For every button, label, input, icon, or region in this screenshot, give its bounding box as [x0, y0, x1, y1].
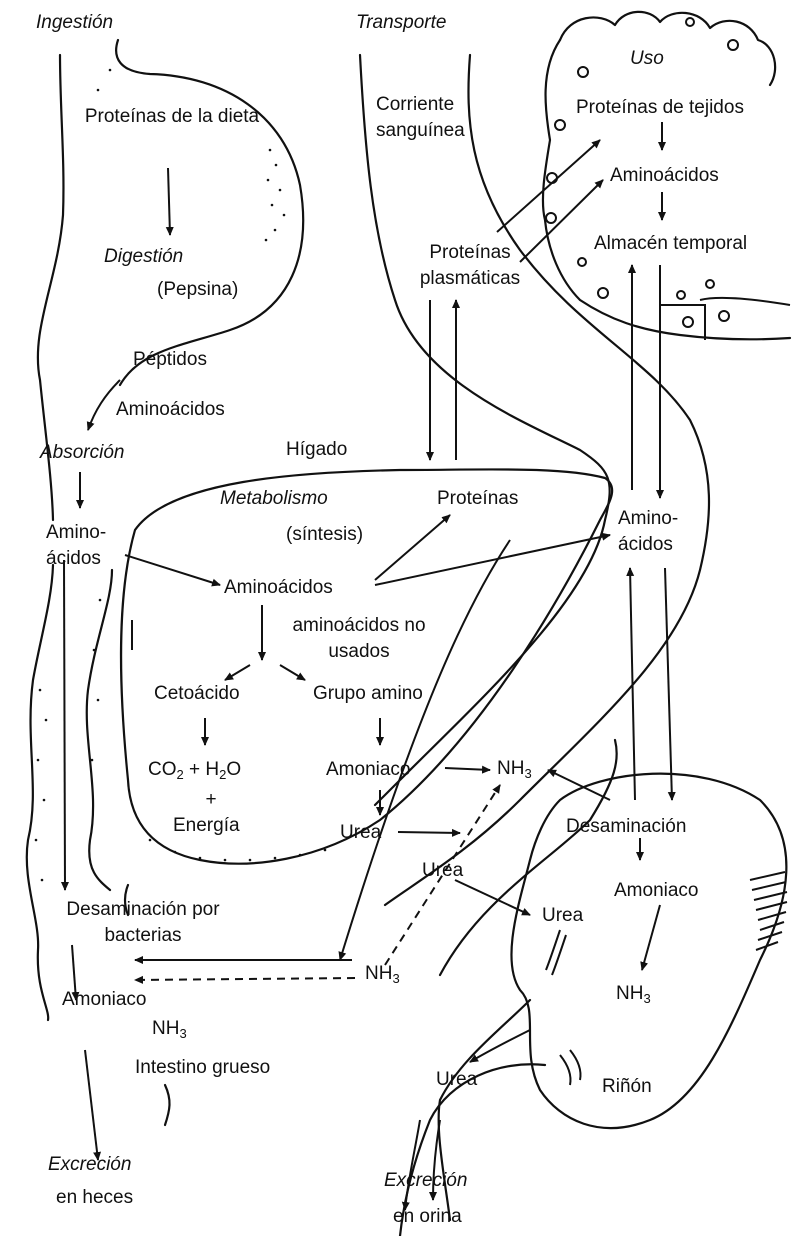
- label-liver: Hígado: [286, 439, 347, 461]
- label-urea-mid: Urea: [422, 860, 463, 882]
- label-liver-proteins: Proteínas: [437, 488, 518, 510]
- label-in-urine: en orina: [393, 1206, 462, 1228]
- label-co2-h2o-energy: CO2 + H2O: [148, 759, 241, 781]
- label-temporary-store: Almacén temporal: [594, 233, 747, 255]
- label-urea-liver: Urea: [340, 822, 381, 844]
- section-digestion: Digestión: [104, 246, 183, 268]
- label-amino-acids-tissue: Aminoácidos: [610, 165, 719, 187]
- section-excretion-feces: Excreción: [48, 1154, 131, 1176]
- label-plasma-proteins: Proteínas plasmáticas: [400, 240, 540, 292]
- flow-arrows: [64, 122, 672, 1210]
- label-peptides: Péptidos: [133, 349, 207, 371]
- label-amino-acids-absorbed: Amino-ácidos: [46, 520, 116, 572]
- label-large-intestine: Intestino grueso: [135, 1057, 270, 1079]
- label-nh3-center: NH3: [497, 758, 532, 780]
- label-synthesis: (síntesis): [286, 524, 363, 546]
- label-kidney: Riñón: [602, 1076, 652, 1098]
- label-unused-amino-acids: aminoácidos no usados: [284, 613, 434, 665]
- kidney-outline: [400, 774, 787, 1236]
- label-amino-group: Grupo amino: [313, 683, 423, 705]
- section-excretion-urine: Excreción: [384, 1170, 467, 1192]
- label-ammonia-gut: Amoniaco: [62, 989, 147, 1011]
- label-nh3-gut: NH3: [152, 1018, 187, 1040]
- label-nh3-lower: NH3: [365, 963, 400, 985]
- label-deamination-kidney: Desaminación: [566, 816, 686, 838]
- label-amino-acids-gut: Aminoácidos: [116, 399, 225, 421]
- label-liver-amino-acids: Aminoácidos: [224, 577, 333, 599]
- section-transport: Transporte: [356, 12, 446, 34]
- label-plus-sign: +: [148, 789, 274, 811]
- label-bacterial-deamination: Desaminación por bacterias: [28, 897, 258, 949]
- section-metabolism: Metabolismo: [220, 488, 328, 510]
- liver-stipple: [149, 839, 327, 862]
- label-energy: Energía: [173, 815, 240, 837]
- label-dietary-proteins: Proteínas de la dieta: [82, 104, 262, 130]
- label-ammonia-liver: Amoniaco: [326, 759, 411, 781]
- label-keto-acid: Cetoácido: [154, 683, 240, 705]
- section-ingestion: Ingestión: [36, 12, 113, 34]
- label-blood-stream: Corriente sanguínea: [376, 92, 488, 144]
- label-tissue-proteins: Proteínas de tejidos: [576, 97, 744, 119]
- label-amino-acids-right: Amino-ácidos: [618, 506, 688, 558]
- label-urea-kidney: Urea: [542, 905, 583, 927]
- label-ammonia-kidney: Amoniaco: [614, 880, 699, 902]
- label-urea-ureter: Urea: [436, 1069, 477, 1091]
- label-in-feces: en heces: [56, 1187, 133, 1209]
- section-use: Uso: [630, 48, 664, 70]
- section-absorption: Absorción: [40, 442, 125, 464]
- label-nh3-kidney: NH3: [616, 983, 651, 1005]
- label-pepsin: (Pepsina): [157, 279, 238, 301]
